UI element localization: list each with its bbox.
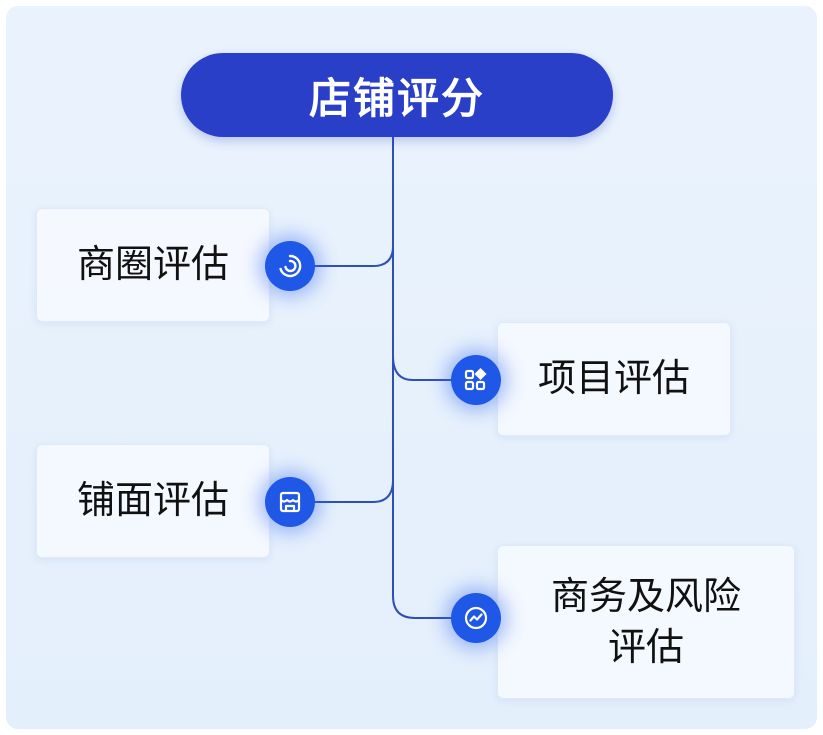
node-label-shangwu-line2: 评估 xyxy=(607,625,684,669)
diagram-title: 店铺评分 xyxy=(181,53,613,137)
app-grid-icon xyxy=(451,355,501,405)
node-card-pumian: 铺面评估 xyxy=(36,444,270,558)
connector-lines xyxy=(311,131,456,619)
node-card-shangquan: 商圈评估 xyxy=(36,208,270,322)
node-card-xiangmu: 项目评估 xyxy=(497,322,731,436)
storefront-icon xyxy=(265,477,315,527)
branch-line-pumian xyxy=(311,479,394,503)
branch-line-shangquan xyxy=(311,245,394,267)
trunk-line xyxy=(392,131,456,619)
node-label-shangwu-line1: 商务及风险 xyxy=(550,573,741,618)
node-label-shangquan: 商圈评估 xyxy=(76,242,229,287)
node-label-xiangmu: 项目评估 xyxy=(537,356,690,401)
circle-swirl-icon xyxy=(265,241,315,291)
node-label-pumian: 铺面评估 xyxy=(76,478,229,523)
node-card-shangwu: 商务及风险 评估 xyxy=(497,545,795,699)
trend-chart-icon xyxy=(451,593,501,643)
diagram-canvas: 店铺评分 商圈评估 项目评估 铺面评估 商务及风险 评估 xyxy=(6,6,817,729)
branch-line-xiangmu xyxy=(392,355,456,381)
